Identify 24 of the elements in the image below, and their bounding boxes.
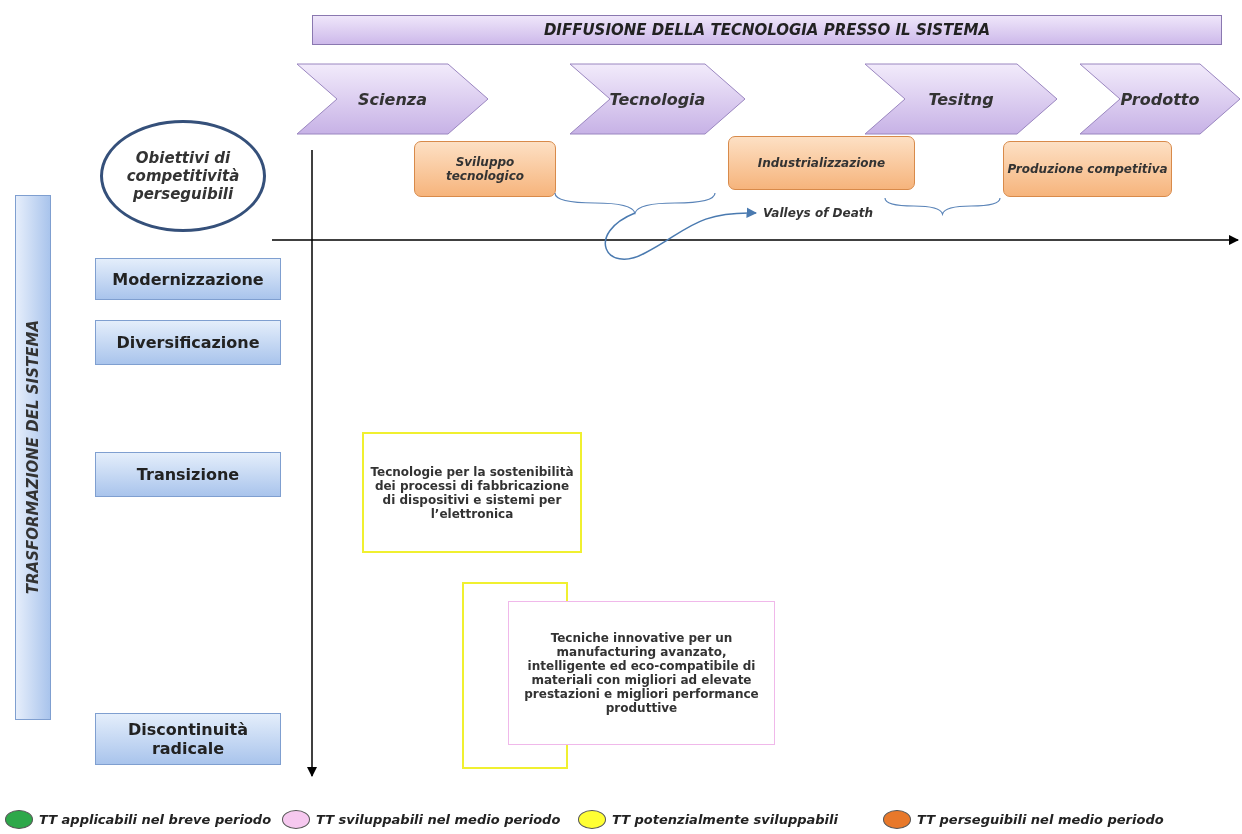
curly-brace [885, 198, 1000, 214]
stage-box: Sviluppo tecnologico [414, 141, 556, 197]
vertical-band: TRASFORMAZIONE DEL SISTEMA [15, 195, 51, 720]
chevron-shape: Tesitng [865, 64, 1057, 134]
technology-box: Tecniche innovative per un manufacturing avanzato, intelligente ed eco-compatibile di materiali con migliori ad elevate prestazioni e migliori performance produttive [508, 601, 775, 745]
curly-brace [555, 193, 715, 213]
stage-box: Industrializzazione [728, 136, 915, 190]
row-header-box: Modernizzazione [95, 258, 281, 300]
stage-box: Produzione competitiva [1003, 141, 1172, 197]
chevron-shape: Prodotto [1080, 64, 1240, 134]
technology-box: Tecnologie per la sostenibilità dei processi di fabbricazione di dispositivi e sistemi per l’elettronica [362, 432, 582, 553]
legend-text: TT perseguibili nel medio periodo [917, 812, 1164, 827]
row-header-box: Transizione [95, 452, 281, 497]
chevron-shape: Tecnologia [570, 64, 745, 134]
row-header-box: Diversificazione [95, 320, 281, 365]
curved-arrow [604, 207, 758, 260]
banner-box: DIFFUSIONE DELLA TECNOLOGIA PRESSO IL SISTEMA [312, 15, 1222, 45]
legend-text: TT potenzialmente sviluppabili [612, 812, 838, 827]
legend-text: TT sviluppabili nel medio periodo [316, 812, 561, 827]
row-header-box: Discontinuità radicale [95, 713, 281, 765]
legend-text: TT applicabili nel breve periodo [39, 812, 272, 827]
goal-ellipse: Obiettivi di competitività perseguibili [100, 120, 266, 232]
valley-label: Valleys of Death [762, 202, 874, 224]
chevron-shape: Scienza [297, 64, 488, 134]
